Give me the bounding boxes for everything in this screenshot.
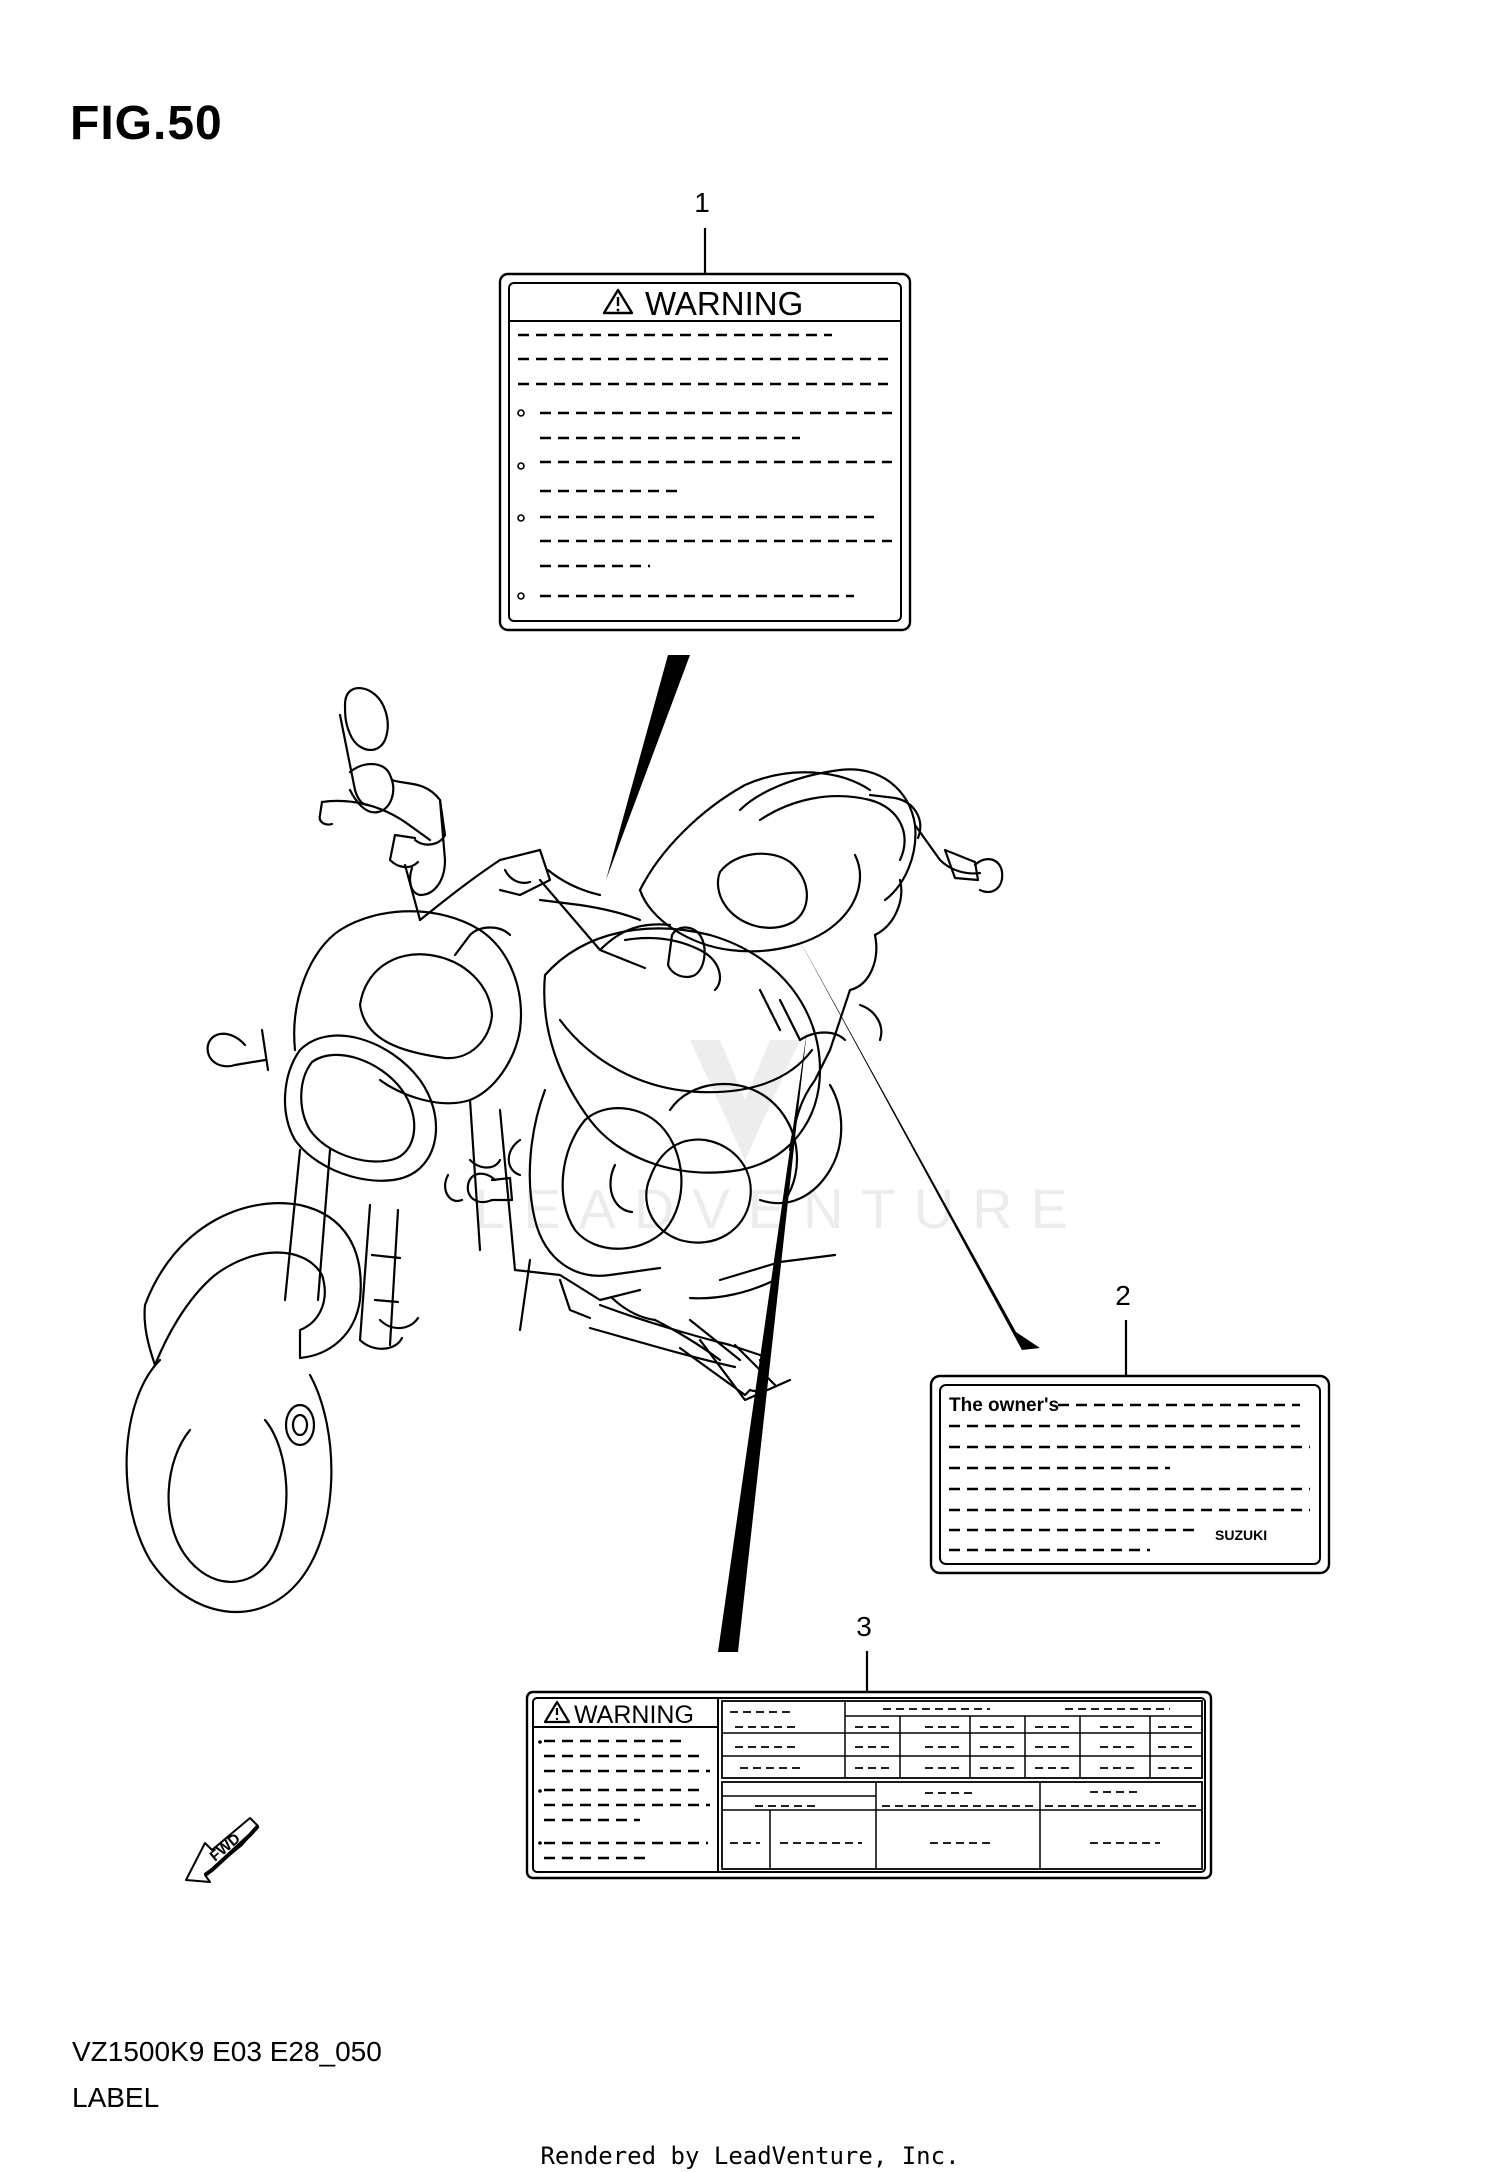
warning-heading: WARNING <box>645 285 803 322</box>
motorcycle-illustration <box>125 687 1004 1613</box>
figure-title: FIG.50 <box>70 97 223 150</box>
load-table <box>721 1781 1203 1870</box>
watermark-text: LEADVENTURE <box>474 1177 1086 1240</box>
owners-heading: The owner's <box>949 1395 1059 1416</box>
diagram-name: LABEL <box>72 2082 160 2113</box>
warning-text-placeholder <box>517 333 892 600</box>
callout-3: 3 <box>856 1611 872 1692</box>
callout-2: 2 <box>1115 1280 1131 1376</box>
callout-number-1: 1 <box>694 187 710 218</box>
owners-label-2: The owner's SUZUKI <box>929 1374 1331 1575</box>
callout-number-3: 3 <box>856 1611 872 1642</box>
leadventure-watermark: LEADVENTURE <box>474 1040 1086 1240</box>
callout-1: 1 <box>694 187 710 274</box>
warning-heading-small: WARNING <box>574 1701 694 1729</box>
warning-triangle-icon <box>543 1700 571 1724</box>
warning-label-1: WARNING <box>498 272 912 632</box>
suzuki-brand: SUZUKI <box>1215 1527 1267 1543</box>
tire-pressure-table <box>721 1700 1203 1779</box>
forward-arrow-icon: FWD <box>185 1817 260 1883</box>
leader-wedge-3 <box>718 1030 807 1652</box>
leader-wedge-2 <box>795 932 1040 1350</box>
diagram-code: VZ1500K9 E03 E28_050 <box>72 2036 382 2067</box>
leader-wedge-1 <box>606 655 690 880</box>
warning-label-3: WARNING <box>525 1690 1213 1880</box>
callout-number-2: 2 <box>1115 1280 1131 1311</box>
render-credit: Rendered by LeadVenture, Inc. <box>540 2142 960 2170</box>
warning-triangle-icon <box>602 288 634 315</box>
